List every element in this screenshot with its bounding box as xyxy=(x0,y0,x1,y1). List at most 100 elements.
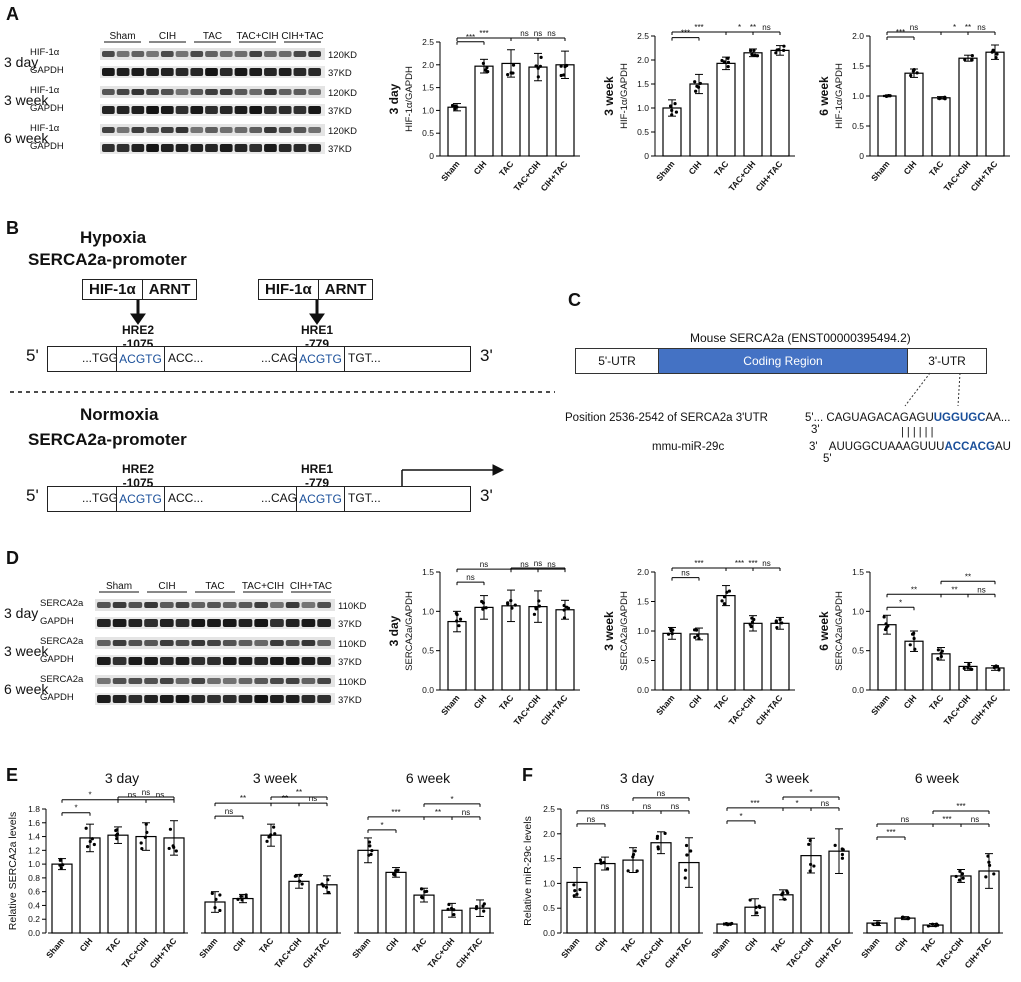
blot-band xyxy=(128,619,143,627)
sig-label: * xyxy=(74,804,77,813)
data-point xyxy=(689,849,693,853)
seq-seg: ACC... xyxy=(168,351,204,365)
data-point xyxy=(963,57,967,62)
blot-band xyxy=(293,106,307,114)
data-point xyxy=(244,893,248,897)
target-3prime: 3' xyxy=(811,424,820,436)
data-point xyxy=(572,894,576,898)
y-tick-label: 2.0 xyxy=(637,567,649,577)
sig-label: *** xyxy=(956,802,965,811)
data-point xyxy=(265,839,269,843)
data-point xyxy=(966,666,970,670)
data-point xyxy=(452,104,456,108)
sig-label: ns xyxy=(520,29,528,38)
blot-control-label: GAPDH xyxy=(30,103,64,114)
mir-seed: ACCACG xyxy=(944,441,995,453)
data-point xyxy=(559,73,563,78)
blot-band xyxy=(308,51,321,57)
hif-arnt-complex-2: HIF-1α ARNT xyxy=(258,279,374,300)
blot-timepoint-label: 3 day xyxy=(4,54,38,70)
blot-band xyxy=(249,89,263,95)
data-point xyxy=(484,606,488,610)
data-point xyxy=(174,849,178,853)
sig-label: ** xyxy=(296,788,302,797)
blot-band xyxy=(219,127,233,133)
data-point xyxy=(991,49,995,53)
data-point xyxy=(139,841,143,845)
sig-label: * xyxy=(88,791,91,800)
data-point xyxy=(452,912,456,917)
sig-label: ns xyxy=(534,559,542,568)
blot-band xyxy=(254,695,269,703)
sig-label: *** xyxy=(748,559,757,568)
blot-band xyxy=(317,640,331,646)
blot-band xyxy=(219,144,233,152)
y-tick-label: 0.5 xyxy=(543,903,555,913)
blot-band xyxy=(190,68,204,76)
blot-band xyxy=(308,106,321,114)
blot-band xyxy=(102,127,115,133)
sig-label: ** xyxy=(911,585,917,594)
data-point xyxy=(509,599,513,603)
mir-sequence: 3' AUUGGCUAAAGUUUACCACGAU 5' xyxy=(809,441,1021,465)
data-point xyxy=(140,847,144,851)
sig-label: ns xyxy=(671,802,679,811)
blot-band xyxy=(175,640,190,646)
y-label-measure: HIF-1α/GAPDH xyxy=(404,66,415,132)
data-point xyxy=(481,607,485,611)
panel-label-c: C xyxy=(568,290,581,310)
blot-band xyxy=(249,106,263,114)
hypoxia-title: Hypoxia xyxy=(80,228,147,247)
normoxia-title: Normoxia xyxy=(80,405,159,424)
data-point xyxy=(214,897,218,901)
data-point xyxy=(684,843,689,848)
y-label-measure: SERCA2a/GAPDH xyxy=(404,591,415,671)
binding-arrow-2-head xyxy=(309,313,325,325)
blot-band xyxy=(234,106,248,114)
data-point xyxy=(685,853,689,857)
blot-band xyxy=(97,619,111,627)
data-point xyxy=(394,869,398,873)
mir-seq-c: AU xyxy=(994,441,1011,453)
data-point xyxy=(943,95,947,99)
data-point xyxy=(808,869,812,873)
blot-band xyxy=(144,640,158,646)
panel-label-d: D xyxy=(6,548,19,568)
blot-band xyxy=(293,51,307,57)
blot-band xyxy=(175,695,190,703)
y-tick-label: 2.5 xyxy=(422,37,434,47)
y-tick-label: 1.5 xyxy=(852,61,864,71)
blot-band xyxy=(301,619,316,627)
y-tick-label: 1.0 xyxy=(852,606,864,616)
hre2-seq: ACGTG xyxy=(116,486,165,512)
data-point xyxy=(693,80,697,84)
data-point xyxy=(239,894,243,899)
data-point xyxy=(267,835,271,839)
data-point xyxy=(940,649,944,653)
data-point xyxy=(167,846,171,851)
sig-label: ns xyxy=(466,573,474,582)
sig-label: *** xyxy=(479,29,488,38)
data-point xyxy=(534,607,538,611)
data-point xyxy=(240,898,244,902)
data-point xyxy=(143,835,147,839)
data-point xyxy=(562,608,566,612)
blot-protein-label: HIF-1α xyxy=(30,47,60,58)
sig-label: ns xyxy=(156,791,164,800)
data-point xyxy=(481,601,485,605)
y-tick-label: 1.0 xyxy=(637,103,649,113)
blot-band xyxy=(234,68,248,76)
y-tick-label: 0.5 xyxy=(637,656,649,666)
data-point xyxy=(536,66,540,70)
blot-band xyxy=(234,89,248,95)
data-point xyxy=(997,668,1001,672)
